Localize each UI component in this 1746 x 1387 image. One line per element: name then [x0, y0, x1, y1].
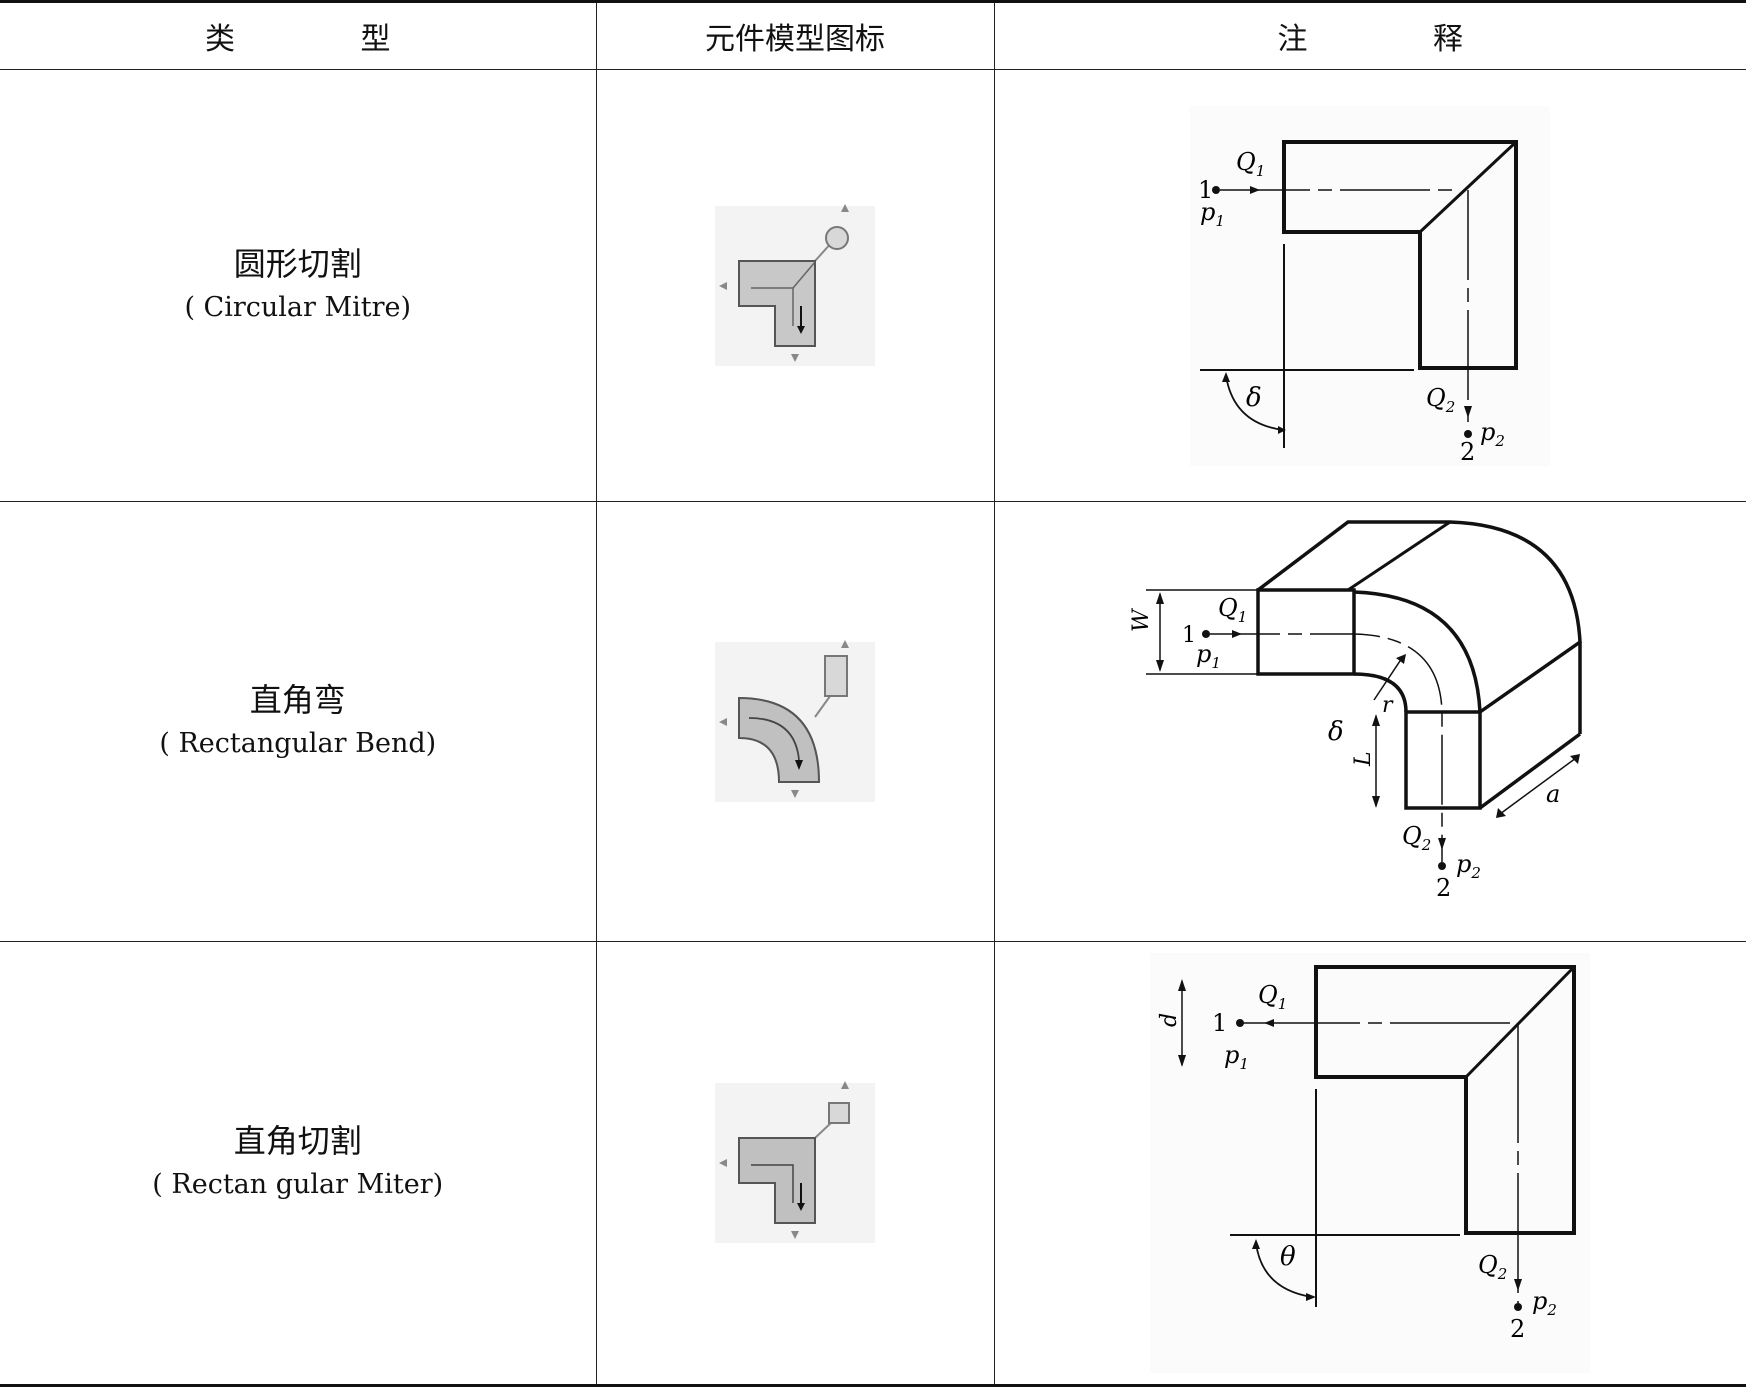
- rectangular-bend-icon: [715, 639, 875, 802]
- type-name-cn: 圆形切割: [233, 244, 362, 283]
- svg-text:1: 1: [1198, 176, 1213, 204]
- svg-text:L: L: [1351, 751, 1376, 767]
- table-header-row: 类 型 元件模型图标 注 释: [0, 0, 1746, 70]
- icon-cell: [595, 941, 995, 1387]
- icon-cell: [595, 501, 995, 942]
- note-cell: W 1 Q1 p1 r δ L a Q2 p2 2: [993, 501, 1746, 942]
- type-name-en: ( Rectangular Bend): [159, 727, 437, 759]
- rectangular-miter-diagram: d 1 Q1 p1 θ Q2 p2 2: [1150, 953, 1591, 1373]
- type-name-cn: 直角切割: [233, 1122, 362, 1160]
- svg-text:2: 2: [1436, 874, 1451, 902]
- svg-text:d: d: [1157, 1013, 1182, 1027]
- type-name-cn: 直角弯: [249, 680, 346, 719]
- svg-text:θ: θ: [1280, 1242, 1296, 1272]
- header-type: 类 型: [0, 0, 597, 70]
- rectangular-bend-diagram: W 1 Q1 p1 r δ L a Q2 p2 2: [1120, 511, 1621, 932]
- note-cell: 1 Q1 p1 δ Q2 p2 2: [993, 69, 1746, 502]
- type-cell: 直角切割 ( Rectan gular Miter): [0, 941, 597, 1387]
- table-row: 圆形切割 ( Circular Mitre): [0, 69, 1746, 502]
- type-name-en: ( Rectan gular Miter): [152, 1169, 444, 1200]
- svg-text:2: 2: [1460, 438, 1475, 466]
- type-name-en: ( Circular Mitre): [184, 291, 412, 323]
- note-cell: d 1 Q1 p1 θ Q2 p2 2: [993, 941, 1746, 1387]
- table-row: 直角切割 ( Rectan gular Miter): [0, 941, 1746, 1387]
- circular-mitre-diagram: 1 Q1 p1 δ Q2 p2 2: [1190, 105, 1551, 466]
- header-note: 注 释: [993, 0, 1746, 70]
- icon-cell: [595, 69, 995, 502]
- header-icon: 元件模型图标: [595, 0, 995, 70]
- rectangular-miter-icon: [715, 1081, 875, 1243]
- svg-text:δ: δ: [1328, 717, 1344, 747]
- svg-text:W: W: [1129, 607, 1154, 632]
- svg-text:1: 1: [1212, 1009, 1227, 1037]
- table-row: 直角弯 ( Rectangular Bend): [0, 501, 1746, 942]
- type-cell: 直角弯 ( Rectangular Bend): [0, 501, 597, 942]
- type-cell: 圆形切割 ( Circular Mitre): [0, 69, 597, 502]
- svg-text:1: 1: [1182, 623, 1196, 648]
- svg-text:δ: δ: [1246, 383, 1262, 413]
- svg-text:2: 2: [1510, 1315, 1525, 1343]
- svg-text:a: a: [1546, 780, 1560, 808]
- circular-mitre-icon: [715, 203, 875, 366]
- svg-text:r: r: [1382, 693, 1394, 718]
